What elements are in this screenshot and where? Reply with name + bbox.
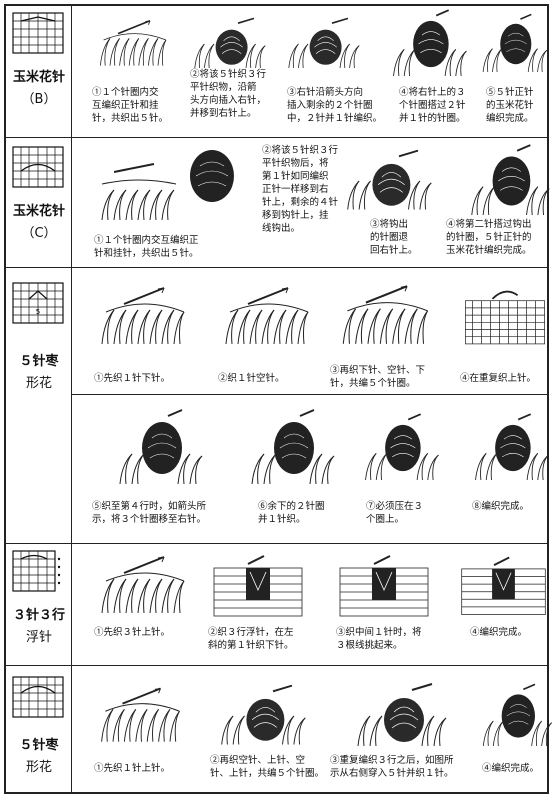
step-caption: ③右针沿箭头方向插入剩余的２个针圈中，２针并１针编织。 [287,87,383,124]
step-caption: ④编织完成。 [482,763,540,774]
step-illustration [460,280,550,352]
step-caption: ①先织１针上针。 [94,763,171,774]
step-illustration [390,8,470,80]
section-subtitle: （C） [21,226,57,241]
section-title: 玉米花针 [12,70,65,85]
row-divider [72,394,547,395]
svg-text:5: 5 [36,308,40,316]
step-caption: ④在重复织上针。 [460,373,537,384]
step-caption: ④将第二针搭过钩出的针圈，５针正针的玉米花针编织完成。 [446,219,532,256]
step-caption: ⑥余下的２针圈并１针织。 [258,501,325,525]
section-label: ５针枣 形花 [6,666,72,792]
step-caption: ①先织１针下针。 [94,373,171,384]
section-corn-stitch-b: 玉米花针 （B） ①１个针圈内交互编织正针和挂针，共织出５针。 ②将该５针织３行… [6,6,547,138]
step-illustration [248,408,338,488]
step-illustration [94,282,194,352]
step-caption: ④编织完成。 [470,627,528,638]
step-caption: ③将钩出的针圈退回右针上。 [370,219,418,256]
section-label: 玉米花针 （C） [6,138,72,267]
step-caption: ②织３行浮针，在左斜的第１针织下针。 [208,627,294,651]
stitch-chart-icon: 5 [12,282,64,324]
step-caption: ①先织３针上针。 [94,627,171,638]
knitting-instructions-page: 玉米花针 （B） ①１个针圈内交互编织正针和挂针，共织出５针。 ②将该５针织３行… [4,4,549,794]
stitch-chart-icon [12,676,64,718]
stitch-chart-icon [12,12,64,54]
section-3-stitch-float: ３针３行 浮针 ①先织３针上针。 ②织３行浮针，在左斜的第１针织下针。 ③织中间… [6,544,547,666]
section-corn-stitch-c: 玉米花针 （C） ①１个针圈内交互编织正针和挂针，共织出５针。 ②将该５针织３行… [6,138,547,268]
step-caption: ①１个针圈内交互编织正针和挂针，共织出５针。 [92,87,169,124]
stitch-chart-icon [12,146,64,188]
section-5-stitch-bobble-2: ５针枣 形花 ①先织１针上针。 ②再织空针、上针、空针、上针，共编５个针圈。 ③… [6,666,547,792]
step-illustration [284,8,364,80]
section-subtitle: 形花 [25,760,52,775]
step-caption: ②再织空针、上针、空针、上针，共编５个针圈。 [210,755,325,779]
step-caption: ②将该５针织３行平针织物，沿箭头方向插入右针，并移到右针上。 [190,69,267,119]
section-label: 5 ５针枣 形花 [6,268,72,543]
section-subtitle: 形花 [25,376,52,391]
step-illustration [472,408,552,488]
step-illustration [334,550,434,622]
section-subtitle: （B） [21,92,57,107]
step-illustration [216,676,311,756]
step-illustration [468,142,553,220]
section-title: 玉米花针 [12,204,65,219]
step-caption: ①１个针圈内交互编织正针和挂针，共织出５针。 [94,235,199,259]
section-title: ５针枣 [19,354,59,369]
step-caption: ⑧编织完成。 [472,501,530,512]
step-illustration [218,282,318,352]
section-5-stitch-bobble: 5 ５针枣 形花 ①先织１针下针。 ②织１针空针。 ③再织下针、空针、下针，共编… [6,268,547,544]
step-caption: ⑤织至第４行时，如箭头所示，将３个针圈移至右针。 [92,501,207,525]
step-illustration [480,676,555,756]
section-subtitle: 浮针 [25,630,52,645]
section-label: 玉米花针 （B） [6,6,72,137]
step-caption: ②织１针空针。 [218,373,285,384]
step-illustration [334,280,439,352]
step-caption: ②将该５针织３行平针织物后，将第１针如同编织正针一样移到右针上，剩余的４针移到钩… [262,145,339,234]
section-title: ５针枣 [19,738,59,753]
step-illustration [208,550,308,622]
step-illustration [94,676,189,756]
step-illustration [352,676,452,756]
step-illustration [94,550,194,622]
step-caption: ③再织下针、空针、下针，共编５个针圈。 [330,365,426,389]
step-caption: ③重复编织３行之后，如图所示从右侧穿入５针并织１针。 [330,755,454,779]
step-illustration [342,142,437,220]
section-label: ３针３行 浮针 [6,544,72,665]
step-illustration [480,8,550,80]
step-illustration [362,408,442,488]
step-caption: ⑤５针正针的玉米花针编织完成。 [486,87,534,124]
step-illustration [456,550,551,622]
step-illustration [116,408,206,488]
stitch-chart-icon [12,550,61,592]
step-illustration [94,142,244,226]
step-illustration [94,8,174,80]
section-title: ３针３行 [12,608,65,623]
